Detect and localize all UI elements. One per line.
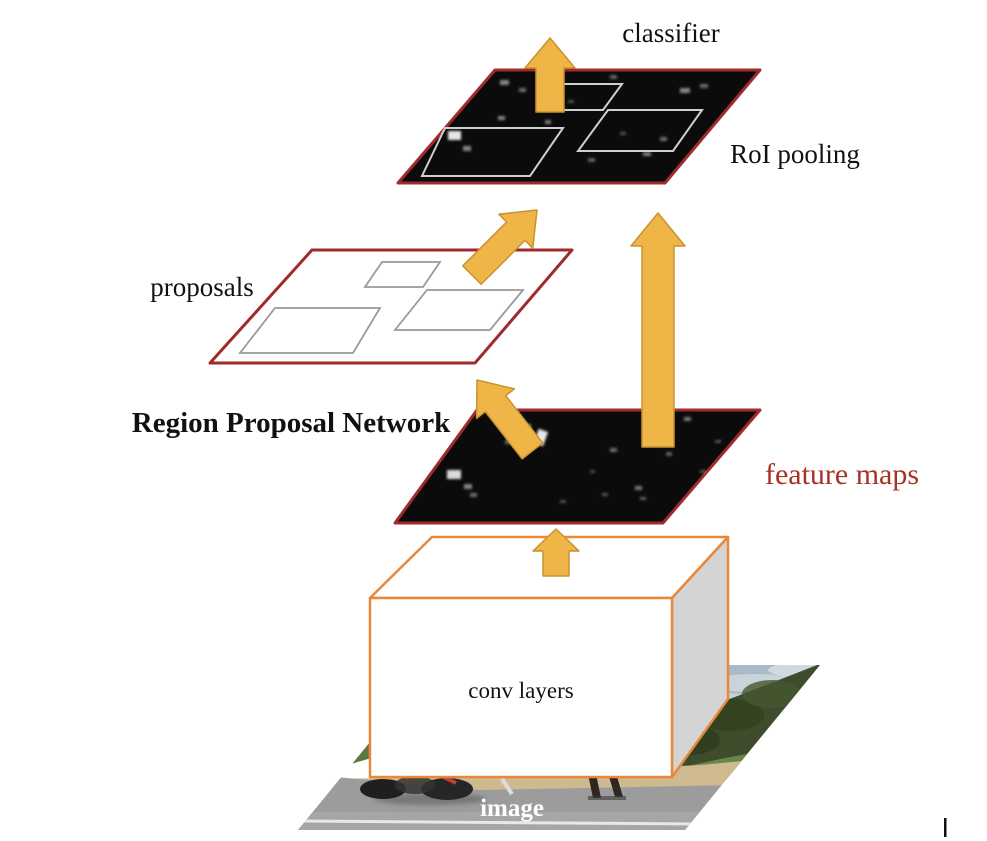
proposal-box bbox=[238, 307, 382, 354]
label-region-proposal-network: Region Proposal Network bbox=[132, 407, 451, 439]
cursor-tick bbox=[944, 818, 947, 837]
arrow-featuremaps-to-proposals bbox=[475, 379, 544, 460]
roi-box bbox=[576, 109, 704, 152]
arrow-conv-to-featuremaps bbox=[532, 528, 580, 577]
arrow-proposals-to-roipooling bbox=[462, 209, 538, 285]
proposal-box bbox=[393, 289, 525, 331]
conv-layers-box bbox=[368, 535, 730, 779]
label-proposals: proposals bbox=[150, 272, 254, 302]
arrow-featuremaps-to-roipooling bbox=[630, 212, 686, 448]
label-conv-layers: conv layers bbox=[468, 678, 573, 703]
arrow-roipooling-to-classifier bbox=[524, 37, 576, 113]
label-classifier: classifier bbox=[622, 18, 719, 48]
roi-pooling-plane bbox=[396, 68, 762, 185]
label-image: image bbox=[480, 795, 544, 822]
roi-pooling-surface bbox=[396, 68, 762, 185]
conv-box-front-face bbox=[368, 596, 674, 779]
label-roi-pooling: RoI pooling bbox=[730, 139, 860, 169]
roi-plane-activations bbox=[436, 75, 708, 162]
roi-box bbox=[420, 127, 565, 177]
proposal-box bbox=[363, 261, 442, 288]
label-feature-maps: feature maps bbox=[765, 458, 919, 491]
